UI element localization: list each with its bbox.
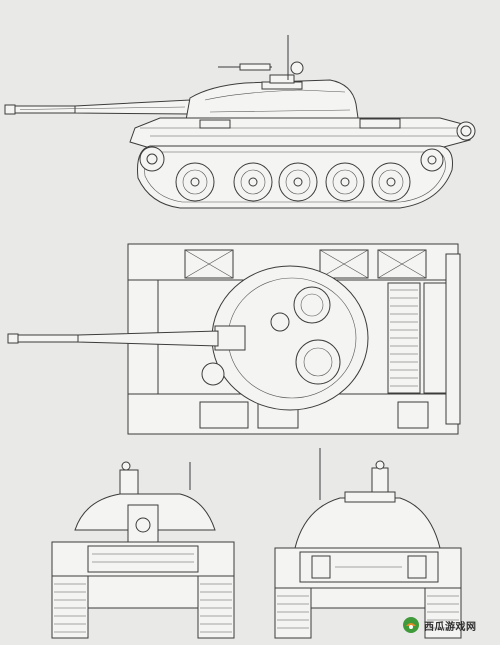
side-turret: [185, 35, 359, 121]
main-gun-barrel: [4, 99, 191, 115]
watermark-text: 西瓜游戏网: [424, 621, 477, 633]
road-wheels: [175, 162, 411, 202]
top-gun-barrel: [7, 330, 219, 347]
side-hull: [129, 117, 476, 149]
rear-elevation-view: [274, 448, 462, 639]
top-plan-view: [7, 243, 461, 435]
front-elevation-view: [51, 461, 235, 639]
site-watermark: 西瓜游戏网: [402, 616, 480, 634]
stowage-boxes: [184, 249, 429, 429]
side-track: [137, 145, 453, 209]
engine-grille: [387, 282, 447, 394]
top-turret: [211, 265, 369, 411]
side-elevation-view: [4, 35, 476, 209]
melon-logo-icon: [403, 617, 419, 633]
